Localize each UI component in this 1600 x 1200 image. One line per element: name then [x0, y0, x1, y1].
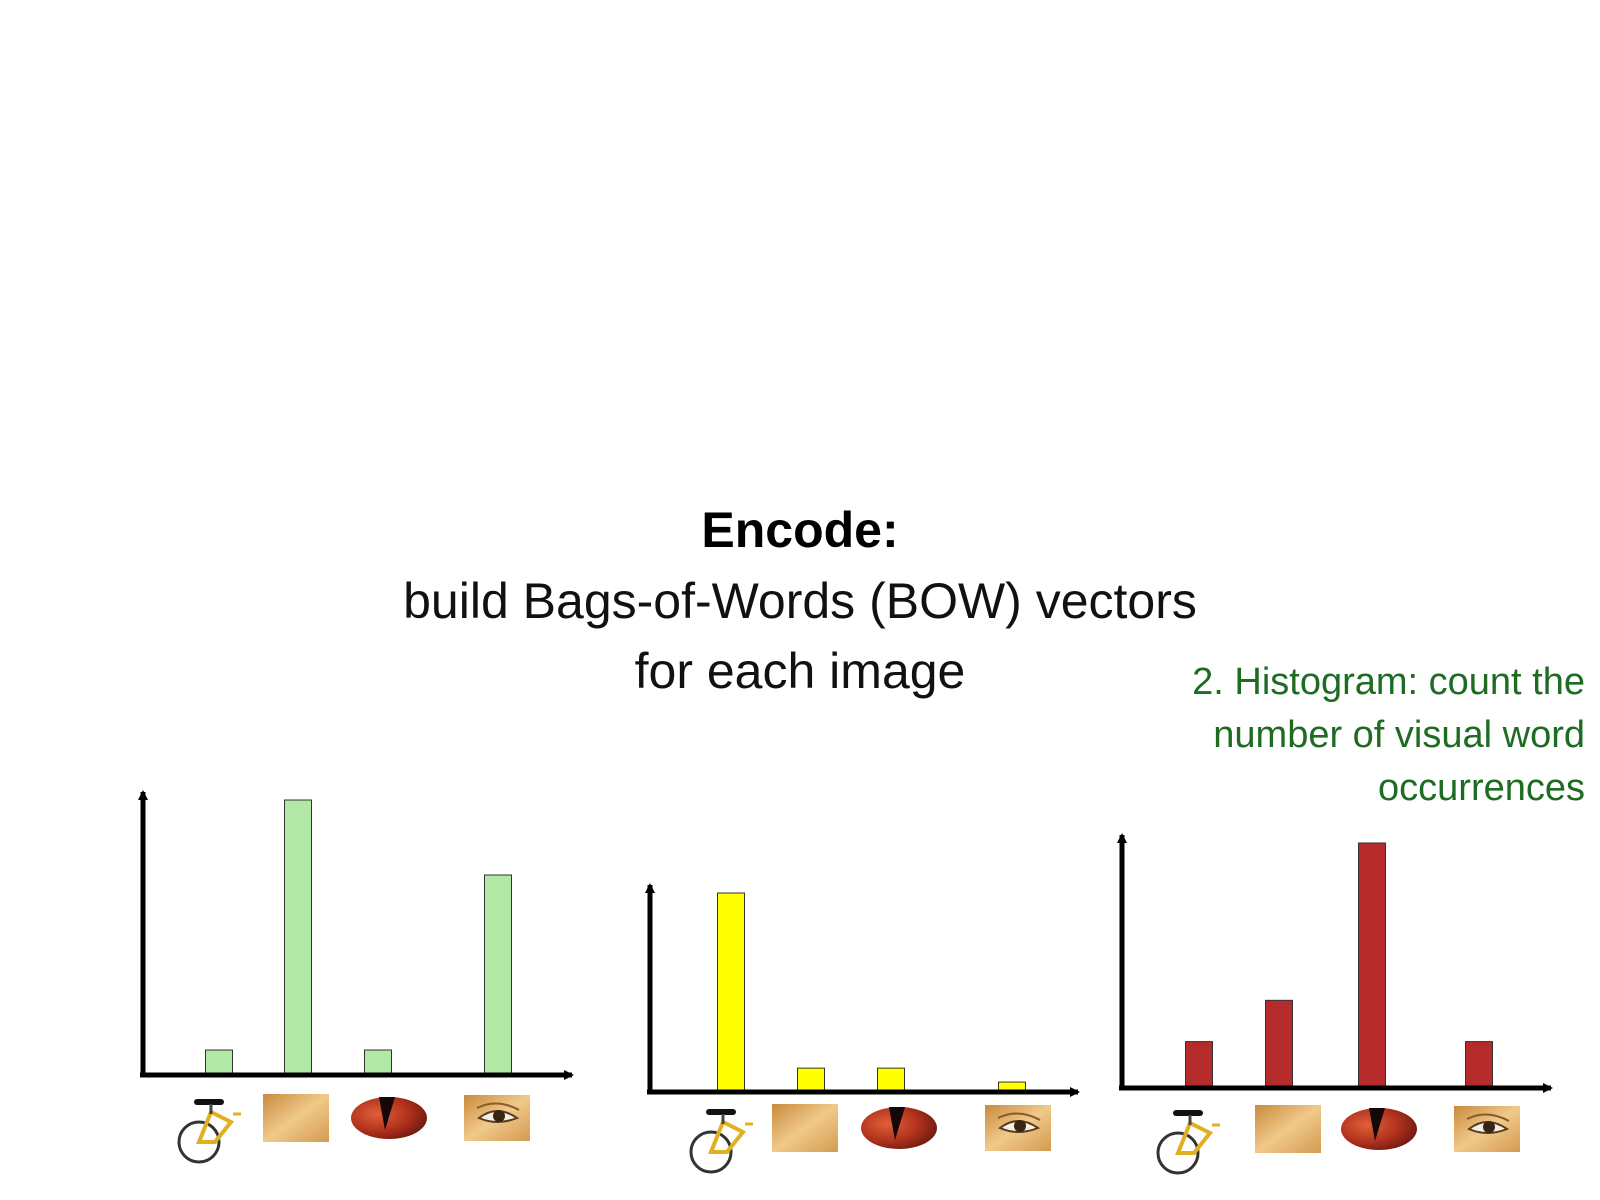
face-patch-icon [1255, 1105, 1321, 1153]
bar-1-4 [484, 874, 512, 1076]
bar-1-1 [205, 1049, 233, 1076]
bicycle-patch-icon [689, 1109, 753, 1174]
annotation-line-3: occurrences [1378, 767, 1585, 809]
bar-3-1 [1185, 1041, 1213, 1089]
bar-2-3 [877, 1067, 905, 1093]
bar-3-4 [1465, 1041, 1493, 1089]
bar-3-2 [1265, 999, 1293, 1089]
bar-2-1 [717, 892, 745, 1093]
violin-patch-icon [861, 1107, 937, 1149]
histogram-3 [1117, 833, 1553, 1175]
face-patch-icon [263, 1094, 329, 1142]
bicycle-patch-icon [1156, 1110, 1220, 1175]
bar-2-2 [797, 1067, 825, 1093]
annotation-line-1: 2. Histogram: count the [1192, 661, 1585, 703]
slide-title: Encode: [701, 502, 899, 558]
slide-subtitle: build Bags-of-Words (BOW) vectors for ea… [0, 566, 1600, 706]
bar-1-2 [284, 799, 312, 1076]
eye-patch-icon [464, 1095, 530, 1141]
subtitle-line-1: build Bags-of-Words (BOW) vectors [403, 573, 1197, 629]
annotation-line-2: number of visual word [1213, 714, 1585, 756]
subtitle-line-2: for each image [634, 643, 966, 699]
face-patch-icon [772, 1104, 838, 1152]
histogram-1 [138, 790, 574, 1164]
eye-patch-icon [985, 1105, 1051, 1151]
violin-patch-icon [351, 1097, 427, 1139]
bar-1-3 [364, 1049, 392, 1076]
bar-3-3 [1358, 842, 1386, 1089]
histogram-2 [645, 883, 1080, 1174]
eye-patch-icon [1454, 1106, 1520, 1152]
bicycle-patch-icon [177, 1099, 241, 1164]
histogram-annotation: 2. Histogram: count the number of visual… [1025, 656, 1585, 815]
violin-patch-icon [1341, 1108, 1417, 1150]
